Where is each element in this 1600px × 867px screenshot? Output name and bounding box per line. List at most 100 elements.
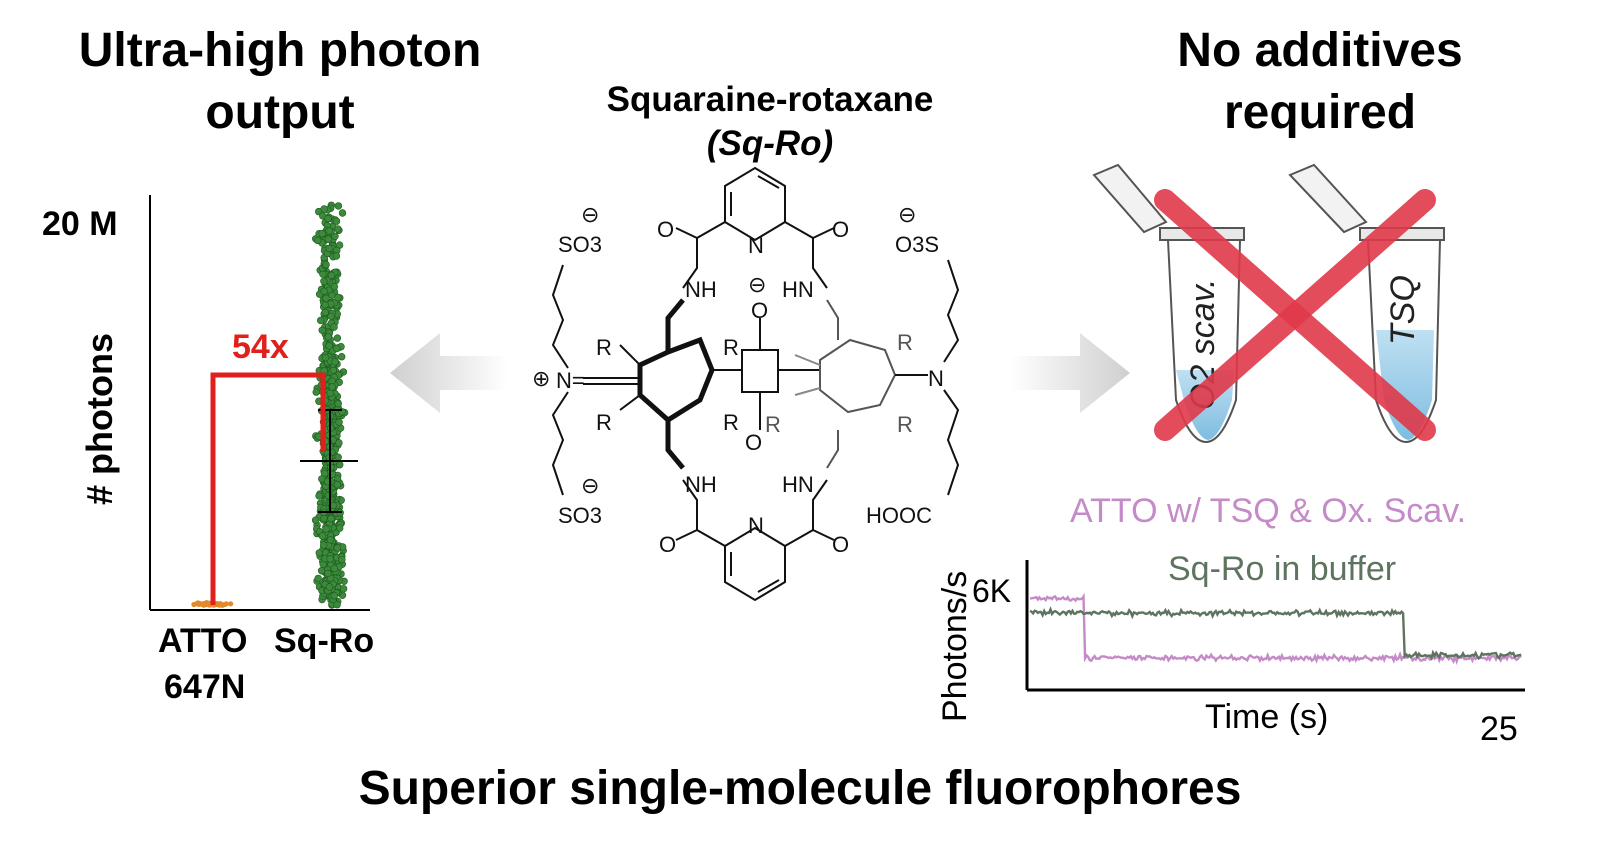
sqro-data-point — [334, 293, 342, 302]
sqro-data-point — [326, 555, 334, 563]
sqro-data-point — [335, 418, 343, 426]
trace-ylabel: Photons/s — [936, 571, 974, 722]
sqro-data-point — [338, 555, 346, 564]
sqro-data-point — [324, 214, 332, 223]
sqro-data-point — [315, 492, 323, 500]
sqro-data-point — [326, 536, 335, 544]
trace-xlabel: Time (s) — [1205, 698, 1328, 736]
sqro-data-point — [333, 544, 342, 552]
o-squaraine-bottom: O — [745, 430, 762, 455]
cross-line-2 — [1154, 189, 1436, 441]
category-atto-line2: 647N — [164, 668, 245, 706]
sqro-data-point — [321, 354, 330, 362]
squaraine-core — [741, 349, 779, 393]
ratio-bracket — [210, 372, 326, 605]
left-arrow — [390, 333, 508, 413]
sqro-data-point — [333, 481, 341, 489]
nh-top: NH — [685, 277, 717, 302]
sqro-data-point — [325, 583, 334, 591]
front-benzene-ring — [637, 336, 715, 424]
o-squaraine-top: O — [751, 298, 768, 323]
category-sqro: Sq-Ro — [274, 622, 374, 660]
nh-bottom: NH — [685, 472, 717, 497]
sqro-data-point — [333, 344, 341, 353]
sqro-data-point — [333, 334, 342, 342]
sqro-data-point — [325, 244, 333, 253]
trace-ytick: 6K — [972, 573, 1011, 609]
atto-data-point — [217, 601, 223, 607]
sqro-data-point — [331, 232, 339, 241]
minus-squaraine: ⊖ — [748, 272, 766, 297]
r-4: R — [723, 410, 739, 435]
sqro-data-point — [336, 524, 344, 532]
atto-data-point — [197, 601, 203, 607]
photon-chart: 20 M # photons 54x ATTO 647N Sq-Ro — [42, 195, 374, 706]
o-top-left: O — [657, 217, 674, 242]
n-pyridine-top: N — [748, 233, 764, 258]
sqro-data-point — [321, 308, 329, 317]
sqro-data-point — [317, 566, 326, 575]
sqro-data-point — [334, 453, 342, 461]
tube-group: O2 scav. TSQ — [1092, 163, 1445, 444]
sqro-data-point — [320, 287, 328, 296]
sqro-data-point — [318, 532, 327, 540]
sqro-data-point — [335, 439, 343, 447]
sqro-data-point — [320, 277, 328, 285]
right-arrow — [1010, 333, 1130, 413]
sqro-data-point — [330, 564, 338, 573]
left-heading-line2: output — [205, 86, 355, 139]
sqro-data-point — [324, 333, 332, 341]
sqro-data-point — [339, 585, 348, 593]
minus-so3-top-right: ⊖ — [898, 202, 916, 227]
hn-bottom: HN — [782, 472, 814, 497]
legend-atto: ATTO w/ TSQ & Ox. Scav. — [1070, 492, 1466, 530]
o-bottom-left: O — [659, 532, 676, 557]
plus-charge: ⊕ — [532, 366, 550, 391]
minus-so3-top-left: ⊖ — [581, 202, 599, 227]
right-heading: No additives required — [1110, 20, 1530, 144]
back-benzene-ring — [819, 338, 897, 414]
legend-sqro: Sq-Ro in buffer — [1168, 550, 1396, 588]
sqro-data-point — [327, 271, 336, 280]
minus-so3-bottom-left: ⊖ — [581, 473, 599, 498]
sqro-data-point — [319, 270, 327, 278]
atto-data-point — [206, 602, 212, 608]
sqro-data-point — [320, 541, 328, 549]
sqro-data-point — [326, 389, 334, 397]
sqro-data-point — [328, 291, 336, 299]
top-pyridine-ring — [724, 166, 786, 242]
sqro-data-point — [320, 205, 328, 213]
sqro-data-point — [333, 600, 341, 609]
sqro-data-point — [338, 353, 346, 361]
atto-data-point — [201, 602, 207, 608]
right-heading-line2: required — [1223, 86, 1417, 139]
sqro-dot-cloud — [311, 201, 349, 609]
squaraine-rotaxane-structure — [551, 166, 960, 602]
photon-chart-ylabel: # photons — [79, 333, 120, 505]
molecule-abbrev: (Sq-Ro) — [706, 124, 834, 163]
left-heading-line1: Ultra-high photon — [78, 24, 482, 77]
sqro-data-point — [315, 549, 323, 557]
r-3: R — [596, 410, 612, 435]
sqro-data-point — [324, 235, 332, 243]
sqro-data-point — [321, 301, 329, 309]
trace-xtick-end: 25 — [1480, 710, 1518, 748]
photon-chart-ymax-label: 20 M — [42, 205, 118, 243]
sqro-data-point — [311, 516, 320, 524]
sqro-data-point — [314, 574, 322, 583]
sqro-data-point — [318, 326, 326, 334]
n-pyridine-bottom: N — [748, 513, 764, 538]
molecule-name: Squaraine-rotaxane — [606, 80, 934, 119]
ratio-label: 54x — [232, 328, 289, 366]
sqro-data-point — [332, 252, 341, 260]
sqro-data-point — [327, 312, 335, 320]
sqro-data-point — [334, 202, 343, 210]
sqro-data-point — [322, 260, 330, 269]
sqro-data-point — [332, 217, 341, 225]
so3-bottom-left: SO3 — [558, 503, 602, 528]
r-5: R — [897, 330, 913, 355]
sqro-data-point — [318, 230, 326, 238]
r-1: R — [596, 335, 612, 360]
trace-chart: ATTO w/ TSQ & Ox. Scav. Sq-Ro in buffer … — [936, 492, 1525, 748]
